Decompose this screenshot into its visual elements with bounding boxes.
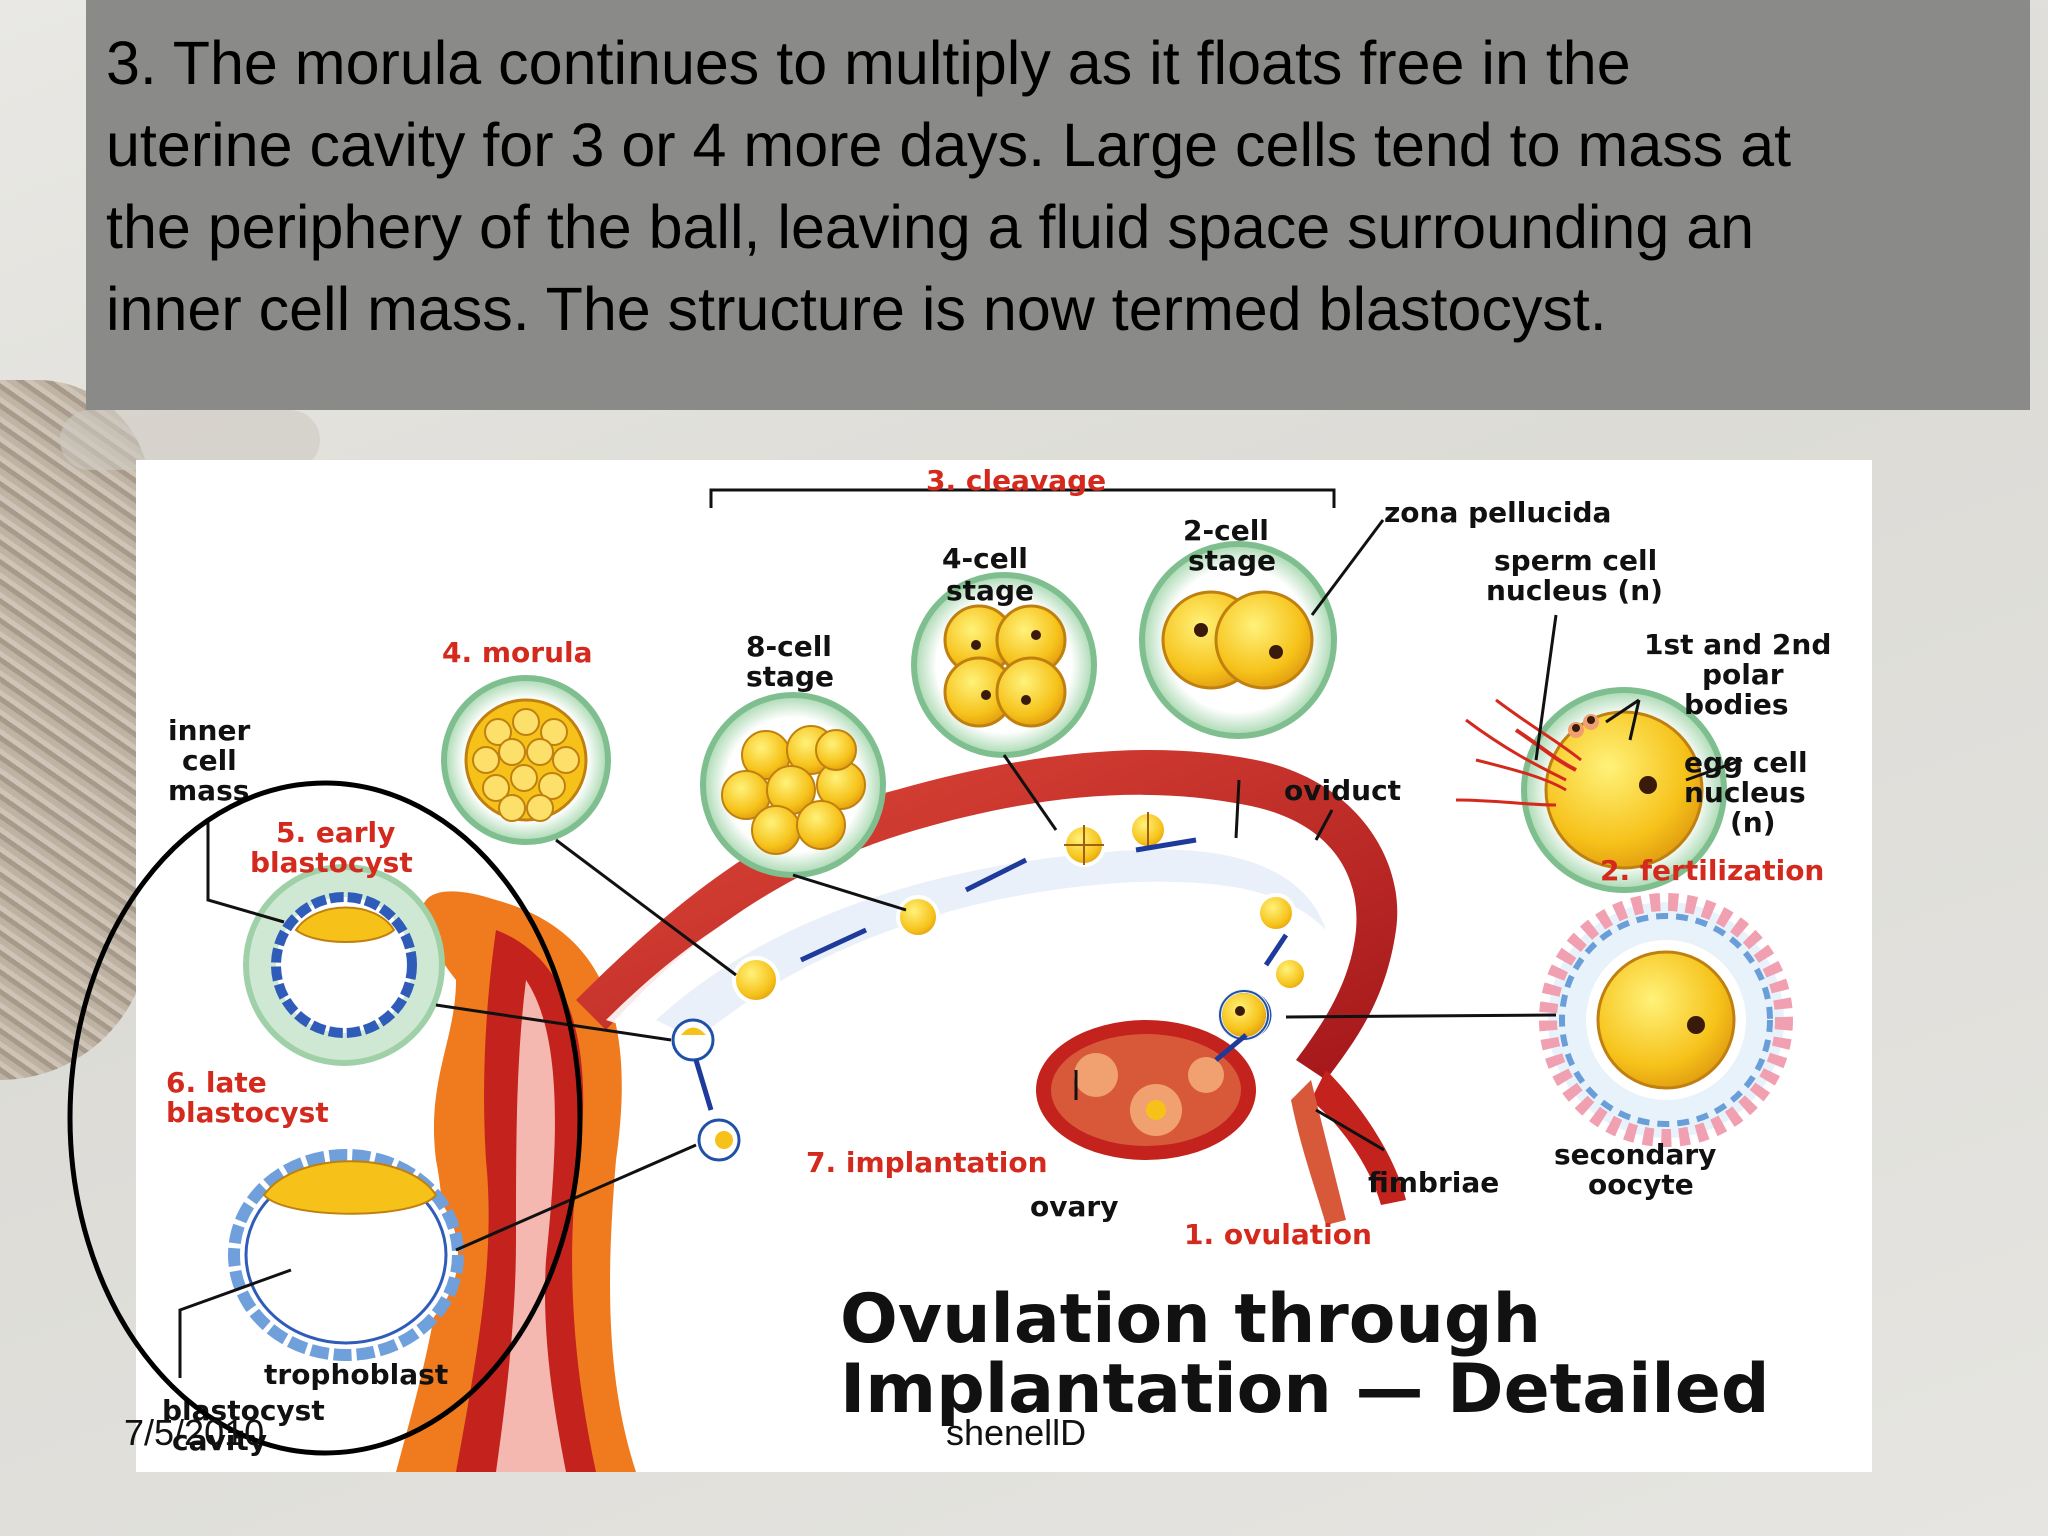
secondary-oocyte bbox=[1539, 893, 1793, 1147]
label-egg-c: (n) bbox=[1730, 806, 1776, 839]
movement-arrows bbox=[693, 837, 1289, 1111]
slide-text-line: inner cell mass. The structure is now te… bbox=[106, 275, 1607, 343]
diagram-title-line-1: Ovulation through bbox=[840, 1280, 1541, 1359]
label-4cell-b: stage bbox=[946, 574, 1034, 607]
slide-text: 3. The morula continues to multiply as i… bbox=[106, 22, 2026, 350]
footer-author: shenellD bbox=[946, 1412, 1087, 1453]
diagram-figure: 3. cleavage 2-cell stage 4-cell stage 8-… bbox=[136, 460, 1872, 1472]
oviduct-tube bbox=[576, 750, 1398, 1080]
late-blastocyst bbox=[228, 1149, 464, 1361]
label-egg-a: egg cell bbox=[1684, 746, 1808, 779]
label-ovary: ovary bbox=[1030, 1190, 1118, 1223]
text-banner bbox=[86, 0, 2030, 410]
label-sperm-b: nucleus (n) bbox=[1486, 574, 1663, 607]
footer-date: 7/5/2010 bbox=[124, 1412, 265, 1453]
label-morula: 4. morula bbox=[442, 636, 593, 669]
label-polar-a: 1st and 2nd bbox=[1644, 628, 1831, 661]
label-polar-b: polar bbox=[1702, 658, 1784, 691]
label-early-b: blastocyst bbox=[250, 846, 413, 879]
tube-embryos bbox=[671, 810, 1308, 1162]
label-inner-c: mass bbox=[168, 774, 249, 807]
slide-text-line: uterine cavity for 3 or 4 more days. Lar… bbox=[106, 111, 1792, 179]
label-implantation: 7. implantation bbox=[806, 1146, 1048, 1179]
label-oviduct: oviduct bbox=[1284, 774, 1401, 807]
background-sweater bbox=[0, 380, 150, 1080]
label-secondary-a: secondary bbox=[1554, 1138, 1716, 1171]
label-fertilization: 2. fertilization bbox=[1600, 854, 1824, 887]
label-early-a: 5. early bbox=[276, 816, 395, 849]
label-sperm-a: sperm cell bbox=[1494, 544, 1657, 577]
label-cleavage: 3. cleavage bbox=[926, 464, 1106, 497]
slide-text-line: 3. The morula continues to multiply as i… bbox=[106, 29, 1631, 97]
label-8cell-a: 8-cell bbox=[746, 630, 832, 663]
label-inner-a: inner bbox=[168, 714, 250, 747]
early-blastocyst bbox=[243, 864, 445, 1066]
diagram-title-line-2: Implantation — Detailed bbox=[840, 1350, 1770, 1429]
fertilized-egg bbox=[1455, 687, 1727, 893]
label-late-a: 6. late bbox=[166, 1066, 267, 1099]
four-cell-stage bbox=[911, 572, 1097, 758]
eight-cell-stage bbox=[700, 692, 886, 878]
diagram-svg: 3. cleavage 2-cell stage 4-cell stage 8-… bbox=[162, 464, 1831, 1472]
label-trophoblast: trophoblast bbox=[264, 1358, 448, 1391]
two-cell-stage bbox=[1139, 541, 1337, 739]
label-late-b: blastocyst bbox=[166, 1096, 329, 1129]
ovary bbox=[1036, 1020, 1256, 1160]
fimbriae bbox=[1291, 1070, 1406, 1225]
morula bbox=[441, 675, 611, 845]
slide-text-line: the periphery of the ball, leaving a flu… bbox=[106, 193, 1755, 261]
label-egg-b: nucleus bbox=[1684, 776, 1806, 809]
label-4cell-a: 4-cell bbox=[942, 542, 1028, 575]
label-zona: zona pellucida bbox=[1384, 496, 1611, 529]
label-2cell-b: stage bbox=[1188, 544, 1276, 577]
label-polar-c: bodies bbox=[1684, 688, 1789, 721]
label-secondary-b: oocyte bbox=[1588, 1168, 1694, 1201]
label-inner-b: cell bbox=[182, 744, 237, 777]
label-8cell-b: stage bbox=[746, 660, 834, 693]
label-fimbriae: fimbriae bbox=[1368, 1166, 1499, 1199]
label-2cell-a: 2-cell bbox=[1183, 514, 1269, 547]
label-ovulation: 1. ovulation bbox=[1184, 1218, 1372, 1251]
